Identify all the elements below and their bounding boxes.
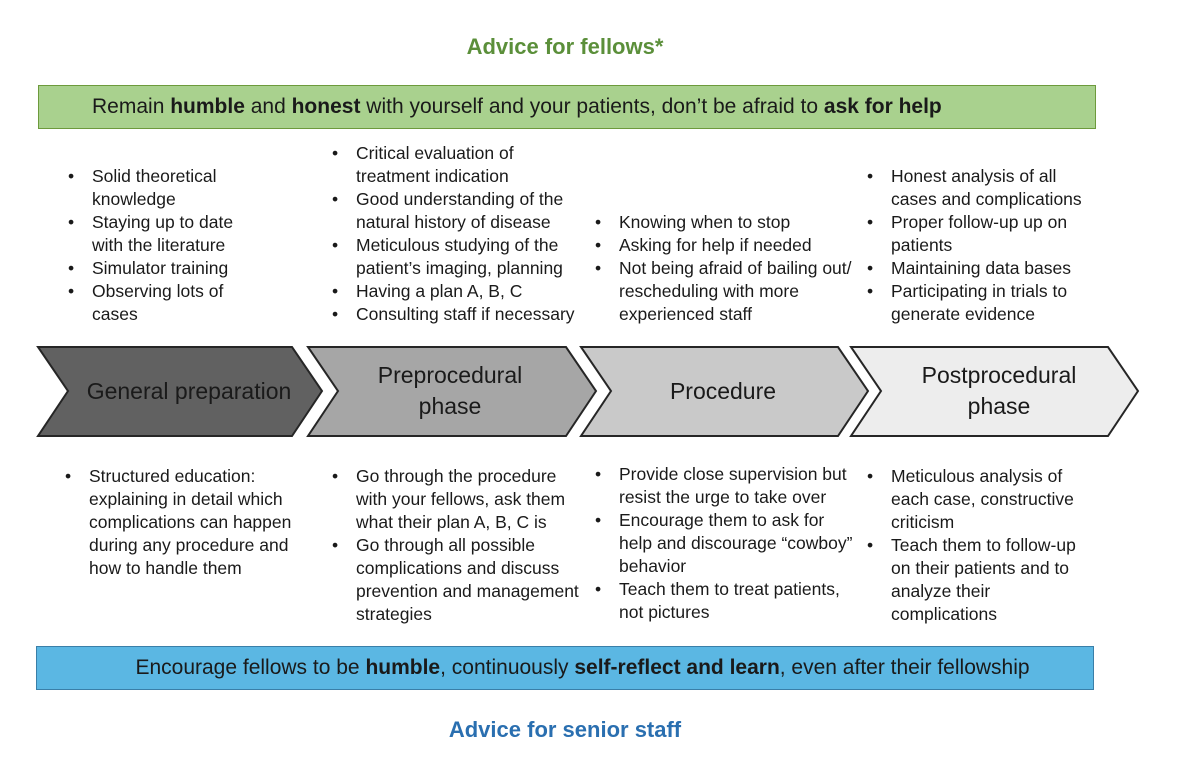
banner-bold-self-reflect: self-reflect and learn [574, 656, 780, 679]
chevron-preprocedural-phase [306, 346, 598, 437]
fellows-advice-item: Simulator training [66, 257, 266, 280]
banner-text-part: Remain [92, 95, 171, 118]
fellows-advice-item: Not being afraid of bailing out/ resched… [593, 257, 858, 326]
fellows-advice-item: Critical evaluation of treatment indicat… [330, 142, 592, 188]
stage-label-preprocedural-phase: Preprocedural phase [377, 362, 523, 419]
banner-text-part: and [244, 95, 292, 118]
staff-advice-item: Teach them to follow-up on their patient… [865, 534, 1090, 626]
staff-advice-procedure: Provide close supervision but resist the… [593, 463, 855, 624]
banner-text-part: with yourself and your patients, don’t b… [360, 95, 824, 118]
fellows-advice-item: Meticulous studying of the patient’s ima… [330, 234, 592, 280]
staff-advice-item: Provide close supervision but resist the… [593, 463, 855, 509]
banner-text-part: , continuously [440, 656, 575, 679]
fellows-advice-item: Asking for help if needed [593, 234, 858, 257]
stage-label-postprocedural-phase: Postprocedural phase [921, 362, 1077, 419]
fellows-advice-item: Having a plan A, B, C [330, 280, 592, 303]
stage-label-procedure: Procedure [669, 377, 777, 404]
fellows-advice-item: Solid theoretical knowledge [66, 165, 266, 211]
banner-bold-honest: honest [291, 95, 361, 118]
fellows-advice-preprocedural: Critical evaluation of treatment indicat… [330, 142, 592, 326]
staff-advice-general-preparation: Structured education: explaining in deta… [63, 465, 308, 580]
banner-text-part: , even after their fellowship [779, 656, 1030, 679]
staff-advice-item: Teach them to treat patients, not pictur… [593, 578, 855, 624]
staff-advice-preprocedural: Go through the procedure with your fello… [330, 465, 592, 626]
staff-general-advice-banner: Encourage fellows to be humble, continuo… [36, 646, 1094, 690]
fellows-advice-item: Participating in trials to generate evid… [865, 280, 1105, 326]
fellows-advice-procedure: Knowing when to stopAsking for help if n… [593, 211, 858, 326]
staff-advice-item: Meticulous analysis of each case, constr… [865, 465, 1090, 534]
fellows-advice-postprocedural: Honest analysis of all cases and complic… [865, 165, 1105, 326]
fellows-advice-item: Proper follow-up up on patients [865, 211, 1105, 257]
fellows-advice-item: Maintaining data bases [865, 257, 1105, 280]
fellows-general-advice-banner: Remain humble and honest with yourself a… [38, 85, 1096, 129]
banner-text: Remain humble and honest with yourself a… [57, 71, 942, 143]
chevron-postprocedural-phase [849, 346, 1140, 437]
fellows-advice-item: Observing lots of cases [66, 280, 266, 326]
staff-advice-item: Structured education: explaining in deta… [63, 465, 308, 580]
fellows-advice-title: Advice for fellows* [466, 34, 664, 59]
staff-advice-item: Go through the procedure with your fello… [330, 465, 592, 534]
fellows-advice-item: Staying up to date with the literature [66, 211, 266, 257]
staff-advice-postprocedural: Meticulous analysis of each case, constr… [865, 465, 1090, 626]
chevron-general-preparation [36, 346, 324, 437]
banner-bold-ask-for-help: ask for help [823, 95, 942, 118]
senior-staff-advice-title: Advice for senior staff [448, 717, 682, 742]
banner-bold-humble: humble [365, 656, 441, 679]
banner-text: Encourage fellows to be humble, continuo… [100, 632, 1029, 704]
staff-advice-item: Go through all possible complications an… [330, 534, 592, 626]
fellows-advice-item: Good understanding of the natural histor… [330, 188, 592, 234]
stage-label-general-preparation: General preparation [86, 377, 292, 404]
chevron-procedure [579, 346, 870, 437]
fellows-advice-general-preparation: Solid theoretical knowledgeStaying up to… [66, 165, 266, 326]
fellows-advice-item: Knowing when to stop [593, 211, 858, 234]
fellows-advice-item: Honest analysis of all cases and complic… [865, 165, 1105, 211]
banner-text-part: Encourage fellows to be [135, 656, 366, 679]
banner-bold-humble: humble [170, 95, 245, 118]
fellows-advice-item: Consulting staff if necessary [330, 303, 592, 326]
staff-advice-item: Encourage them to ask for help and disco… [593, 509, 855, 578]
